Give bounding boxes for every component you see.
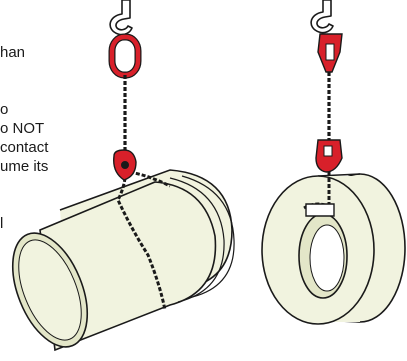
grab-hook-icon [114, 150, 136, 180]
crane-hook-icon [110, 0, 132, 35]
edge-protector [306, 204, 334, 216]
horizontal-cylinder [0, 170, 234, 358]
grab-hook-icon [316, 140, 342, 172]
left-lift-assembly [0, 0, 234, 358]
right-lift-assembly [262, 0, 405, 324]
master-link-icon [112, 37, 138, 75]
ring-coil [262, 174, 405, 324]
crane-hook-icon [311, 0, 333, 33]
master-link-icon [318, 34, 342, 72]
